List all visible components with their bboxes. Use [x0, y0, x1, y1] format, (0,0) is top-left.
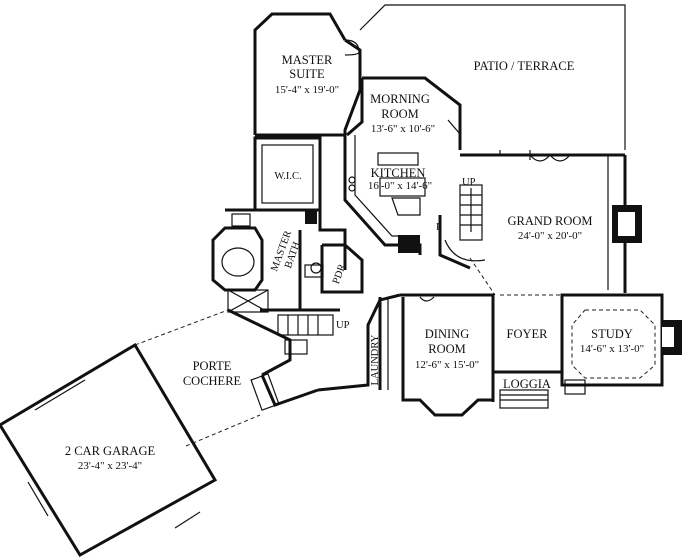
loggia-name: LOGGIA: [503, 377, 551, 391]
foyer-name: FOYER: [507, 327, 549, 341]
labels: MASTER SUITE 15'-4" x 19'-0" PATIO / TER…: [65, 53, 644, 472]
laundry-name: LAUNDRY: [370, 334, 381, 385]
study-name: STUDY: [591, 327, 633, 341]
garage-walls: [0, 342, 218, 558]
garage-name: 2 CAR GARAGE: [65, 444, 156, 458]
morning-room-walls: [346, 76, 462, 150]
study-walls: [560, 293, 682, 395]
patio-name: PATIO / TERRACE: [474, 59, 575, 73]
kitchen-name: KITCHEN: [371, 166, 426, 180]
pdr-walls: [310, 243, 364, 294]
dining-room-name-2: ROOM: [428, 342, 466, 356]
porte-cochere-outline: [134, 308, 319, 447]
morning-room-dims: 13'-6" x 10'-6": [371, 123, 435, 135]
foyer-walls: [493, 294, 562, 409]
stair-up-kitchen: UP: [462, 177, 476, 188]
kitchen-dims: 16'-0" x 14'-6": [368, 180, 432, 192]
master-suite-dims: 15'-4" x 19'-0": [275, 84, 339, 96]
porte-cochere-name-1: PORTE: [193, 359, 232, 373]
pdr-name: PDR: [331, 263, 348, 286]
dining-room-walls: [400, 293, 495, 417]
morning-room-name-2: ROOM: [381, 107, 419, 121]
stair-up-bath: UP: [336, 320, 350, 331]
grand-room-dims: 24'-0" x 20'-0": [518, 230, 582, 242]
grand-room-name: GRAND ROOM: [507, 214, 592, 228]
morning-room-name-1: MORNING: [370, 92, 430, 106]
wic-name: W.I.C.: [274, 171, 301, 182]
garage-dims: 23'-4" x 23'-4": [78, 460, 142, 472]
laundry-walls: [317, 293, 401, 392]
stairs-main: [438, 184, 496, 296]
patio-outline: [359, 4, 626, 150]
study-dims: 14'-6" x 13'-0": [580, 343, 644, 355]
grand-room-walls: [460, 150, 642, 293]
master-bath-walls: [211, 208, 347, 313]
master-suite-name-2: SUITE: [289, 67, 325, 81]
porte-cochere-name-2: COCHERE: [183, 374, 242, 388]
pantry-label: P: [436, 222, 442, 233]
dining-room-dims: 12'-6" x 15'-0": [415, 359, 479, 371]
stairs-bath: [277, 314, 334, 355]
master-suite-name-1: MASTER: [282, 53, 333, 67]
kitchen-walls: [343, 135, 426, 255]
dining-room-name-1: DINING: [425, 327, 469, 341]
